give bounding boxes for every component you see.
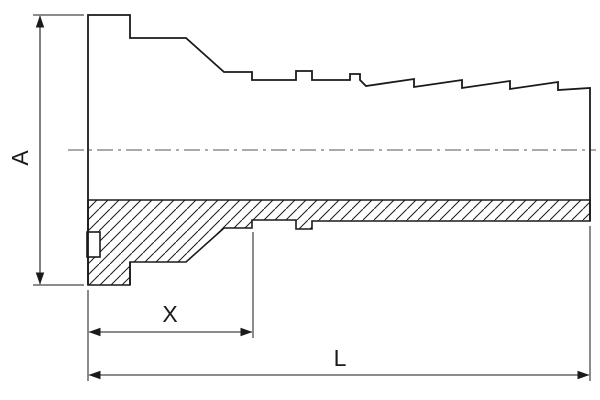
dim-l-label: L [334, 345, 347, 371]
section-hatch-area [87, 199, 591, 286]
dim-a-label: A [7, 150, 33, 166]
flange-groove [86, 231, 101, 258]
fitting-outer-profile [87, 14, 591, 285]
dim-x-label: X [162, 301, 177, 327]
